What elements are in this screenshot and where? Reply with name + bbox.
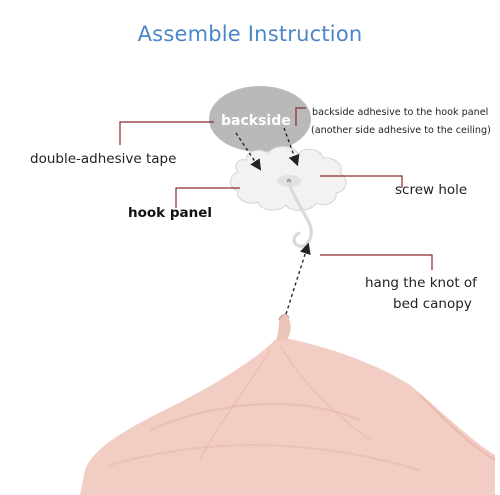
dashed-arrow-hook <box>285 242 311 315</box>
dashed-arrow-left <box>235 132 262 171</box>
flower-hook-panel-icon <box>230 146 347 211</box>
screw-hole-label: screw hole <box>395 182 468 198</box>
leader-hang <box>320 254 433 270</box>
leader-hook-panel <box>175 187 240 208</box>
double-adhesive-tape-label: double-adhesive tape <box>30 151 177 167</box>
bed-canopy-fabric-icon <box>80 314 496 495</box>
hang-knot-label-line1: hang the knot of <box>365 275 477 291</box>
leader-tape <box>119 121 214 145</box>
backside-note-line2: (another side adhesive to the ceiling) <box>311 125 491 136</box>
leader-backside <box>295 107 306 126</box>
backside-label: backside <box>221 113 291 129</box>
adhesive-disc-icon <box>209 86 311 152</box>
page-title: Assemble Instruction <box>137 22 363 46</box>
hook-icon <box>287 181 313 248</box>
hang-knot-label-line2: bed canopy <box>393 296 472 312</box>
leader-screw-hole <box>320 175 403 188</box>
backside-note-line1: backside adhesive to the hook panel <box>312 107 489 118</box>
hook-panel-label: hook panel <box>128 205 213 221</box>
